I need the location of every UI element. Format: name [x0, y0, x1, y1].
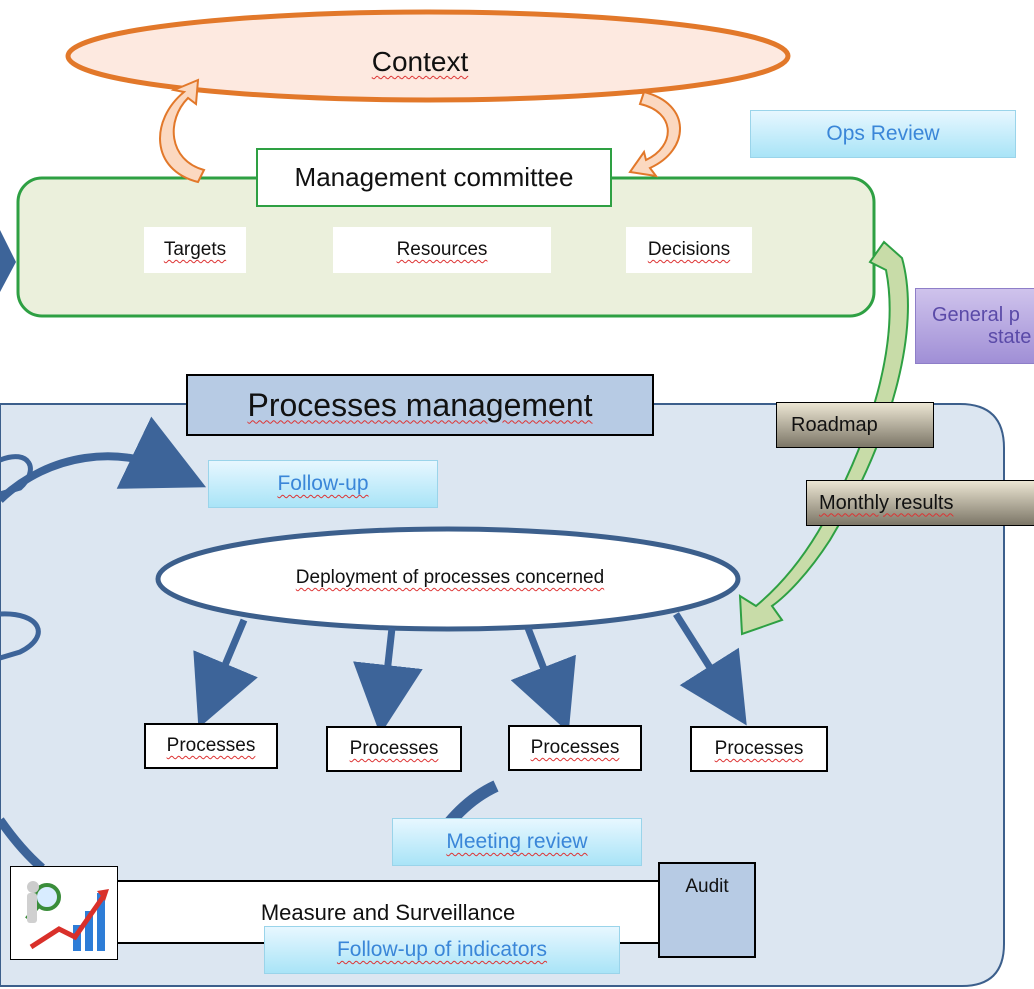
processes-label-2: Processes	[349, 738, 439, 759]
follow-up-indicators-text: Follow-up of indicators	[336, 938, 548, 961]
processes-box-1: Processes	[144, 723, 278, 769]
context-ellipse	[65, 9, 791, 103]
follow-up-label: Follow-up	[208, 460, 438, 508]
roadmap-label: Roadmap	[776, 402, 934, 448]
arrow-to-processes-2	[353, 627, 423, 735]
processes-box-2: Processes	[326, 726, 462, 772]
deployment-ellipse	[155, 526, 741, 632]
processes-box-3: Processes	[508, 725, 642, 771]
deployment-label: Deployment of processes concerned	[190, 560, 710, 596]
ops-review-text: Ops Review	[826, 122, 940, 145]
follow-up-indicators-label: Follow-up of indicators	[264, 926, 620, 974]
audit-text: Audit	[685, 876, 729, 897]
processes-label-3: Processes	[530, 737, 620, 758]
analytics-chart-icon	[10, 866, 118, 960]
meeting-review-label: Meeting review	[392, 818, 642, 866]
decisions-label: Decisions	[647, 239, 731, 260]
management-committee-title: Management committee	[256, 148, 612, 207]
follow-up-text: Follow-up	[277, 472, 369, 495]
audit-box: Audit	[658, 862, 756, 958]
context-label: Context	[300, 42, 540, 82]
resources-label: Resources	[396, 239, 488, 260]
processes-box-4: Processes	[690, 726, 828, 772]
meeting-review-text: Meeting review	[446, 830, 588, 853]
ops-review-label: Ops Review	[750, 110, 1016, 158]
analytics-chart-graphic	[25, 881, 109, 951]
targets-label: Targets	[163, 239, 227, 260]
left-arc-middle	[0, 611, 41, 661]
deployment-text: Deployment of processes concerned	[295, 567, 605, 588]
roadmap-text: Roadmap	[791, 413, 878, 436]
left-lower-arrow	[0, 817, 45, 872]
left-edge-arrow	[0, 230, 16, 292]
processes-label-4: Processes	[714, 738, 804, 759]
decisions-box: Decisions	[626, 227, 752, 273]
processes-management-text: Processes management	[247, 386, 593, 423]
arrow-to-processes-4	[673, 612, 747, 726]
resources-box: Resources	[333, 227, 551, 273]
follow-up-arrow	[0, 416, 207, 503]
arrow-to-processes-1	[193, 618, 258, 729]
context-arrow-left	[159, 78, 206, 184]
monthly-results-label: Monthly results	[806, 480, 1034, 526]
management-committee-text: Management committee	[294, 162, 574, 192]
context-arrow-right	[628, 90, 681, 178]
targets-box: Targets	[144, 227, 246, 273]
general-state-label: General p state	[915, 288, 1034, 364]
processes-label-1: Processes	[166, 735, 256, 756]
monthly-results-text: Monthly results	[819, 491, 954, 514]
general-line2: state	[988, 326, 1032, 348]
measure-surveillance-text: Measure and Surveillance	[260, 900, 516, 925]
general-line1: General p	[932, 304, 1020, 326]
context-text: Context	[371, 46, 469, 77]
arrow-to-processes-3	[510, 626, 576, 733]
processes-management-title: Processes management	[186, 374, 654, 436]
